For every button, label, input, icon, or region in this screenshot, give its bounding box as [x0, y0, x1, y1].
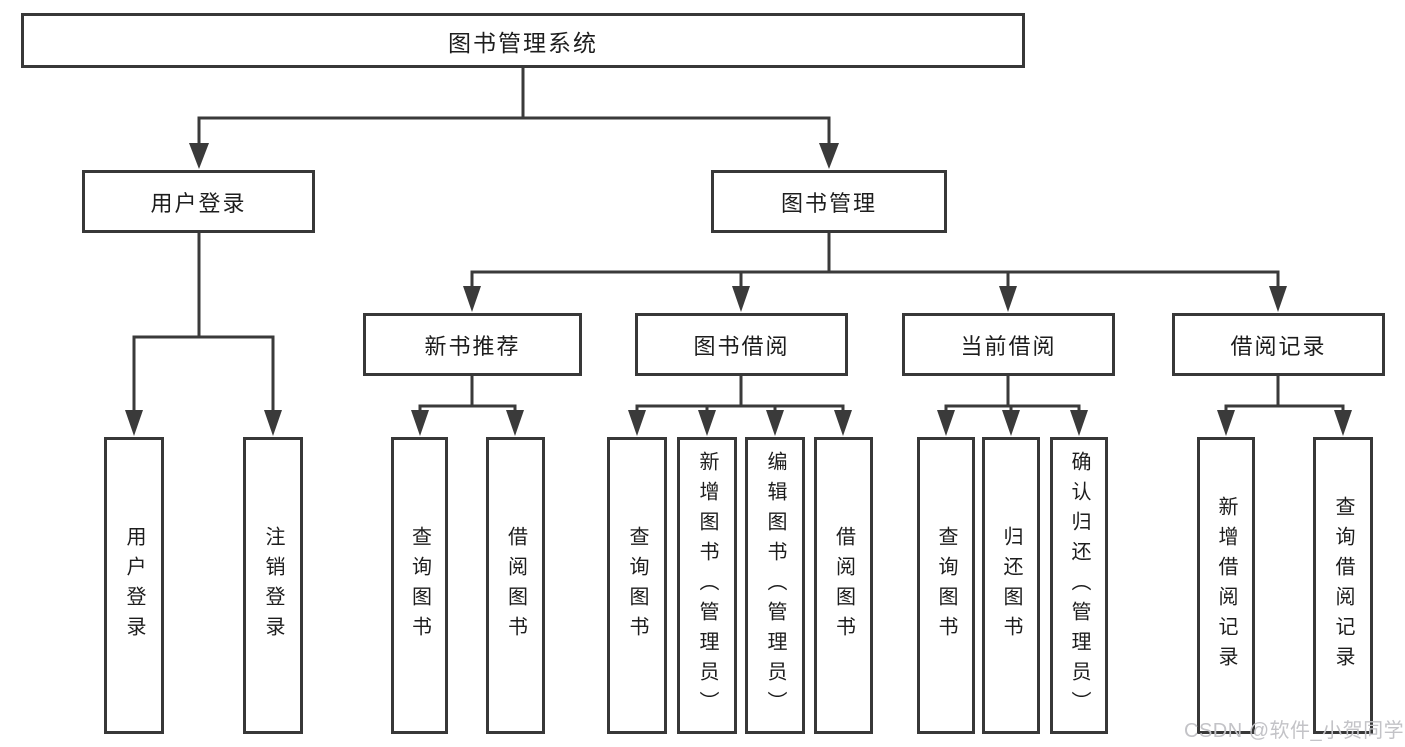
leaf-records-query-record-label: 查询借阅记录 — [1332, 495, 1354, 676]
leaf-borrow-query-book-label: 查询图书 — [626, 525, 648, 646]
leaf-current-query-book: 查询图书 — [917, 437, 975, 734]
leaf-borrow-borrow-book-label: 借阅图书 — [832, 525, 855, 646]
leaf-borrow-query-book: 查询图书 — [607, 437, 667, 734]
leaf-recommend-query-book-label: 查询图书 — [408, 525, 431, 646]
leaf-borrow-edit-book: 编辑图书（管理员） — [745, 437, 805, 734]
leaf-current-return-book-label: 归还图书 — [1000, 525, 1022, 646]
leaf-borrow-borrow-book: 借阅图书 — [814, 437, 873, 734]
watermark: CSDN @软件_小贺同学 — [1184, 720, 1405, 742]
leaf-recommend-borrow-book: 借阅图书 — [486, 437, 545, 734]
connector-new-book-branch — [418, 376, 517, 414]
leaf-logout-label: 注销登录 — [262, 525, 284, 646]
leaf-current-return-book: 归还图书 — [982, 437, 1040, 734]
leaf-records-add-record-label: 新增借阅记录 — [1215, 495, 1237, 676]
leaf-recommend-borrow-book-label: 借阅图书 — [504, 525, 527, 646]
leaf-current-query-book-label: 查询图书 — [935, 525, 957, 646]
node-current-borrow: 当前借阅 — [902, 313, 1115, 376]
leaf-user-login-label: 用户登录 — [123, 525, 145, 646]
connector-book-borrow-branch — [635, 376, 845, 414]
connector-current-borrow-branch — [944, 376, 1081, 414]
leaf-current-confirm-return-label: 确认归还（管理员） — [1068, 450, 1090, 721]
connector-borrow-records-branch — [1224, 376, 1345, 414]
leaf-recommend-query-book: 查询图书 — [391, 437, 448, 734]
connector-user-login-branch — [132, 233, 275, 414]
node-book-management: 图书管理 — [711, 170, 947, 233]
node-library-system: 图书管理系统 — [21, 13, 1025, 68]
leaf-records-query-record: 查询借阅记录 — [1313, 437, 1373, 734]
node-user-login: 用户登录 — [82, 170, 315, 233]
node-new-book-recommend: 新书推荐 — [363, 313, 582, 376]
leaf-records-add-record: 新增借阅记录 — [1197, 437, 1255, 734]
leaf-borrow-edit-book-label: 编辑图书（管理员） — [764, 450, 786, 721]
node-book-borrow: 图书借阅 — [635, 313, 848, 376]
leaf-logout: 注销登录 — [243, 437, 303, 734]
leaf-borrow-add-book-label: 新增图书（管理员） — [696, 450, 718, 721]
connector-book-management-branch — [470, 233, 1280, 290]
leaf-borrow-add-book: 新增图书（管理员） — [677, 437, 737, 734]
leaf-current-confirm-return: 确认归还（管理员） — [1050, 437, 1108, 734]
node-borrow-records: 借阅记录 — [1172, 313, 1385, 376]
leaf-user-login: 用户登录 — [104, 437, 164, 734]
connector-root-to-level2 — [197, 68, 831, 147]
